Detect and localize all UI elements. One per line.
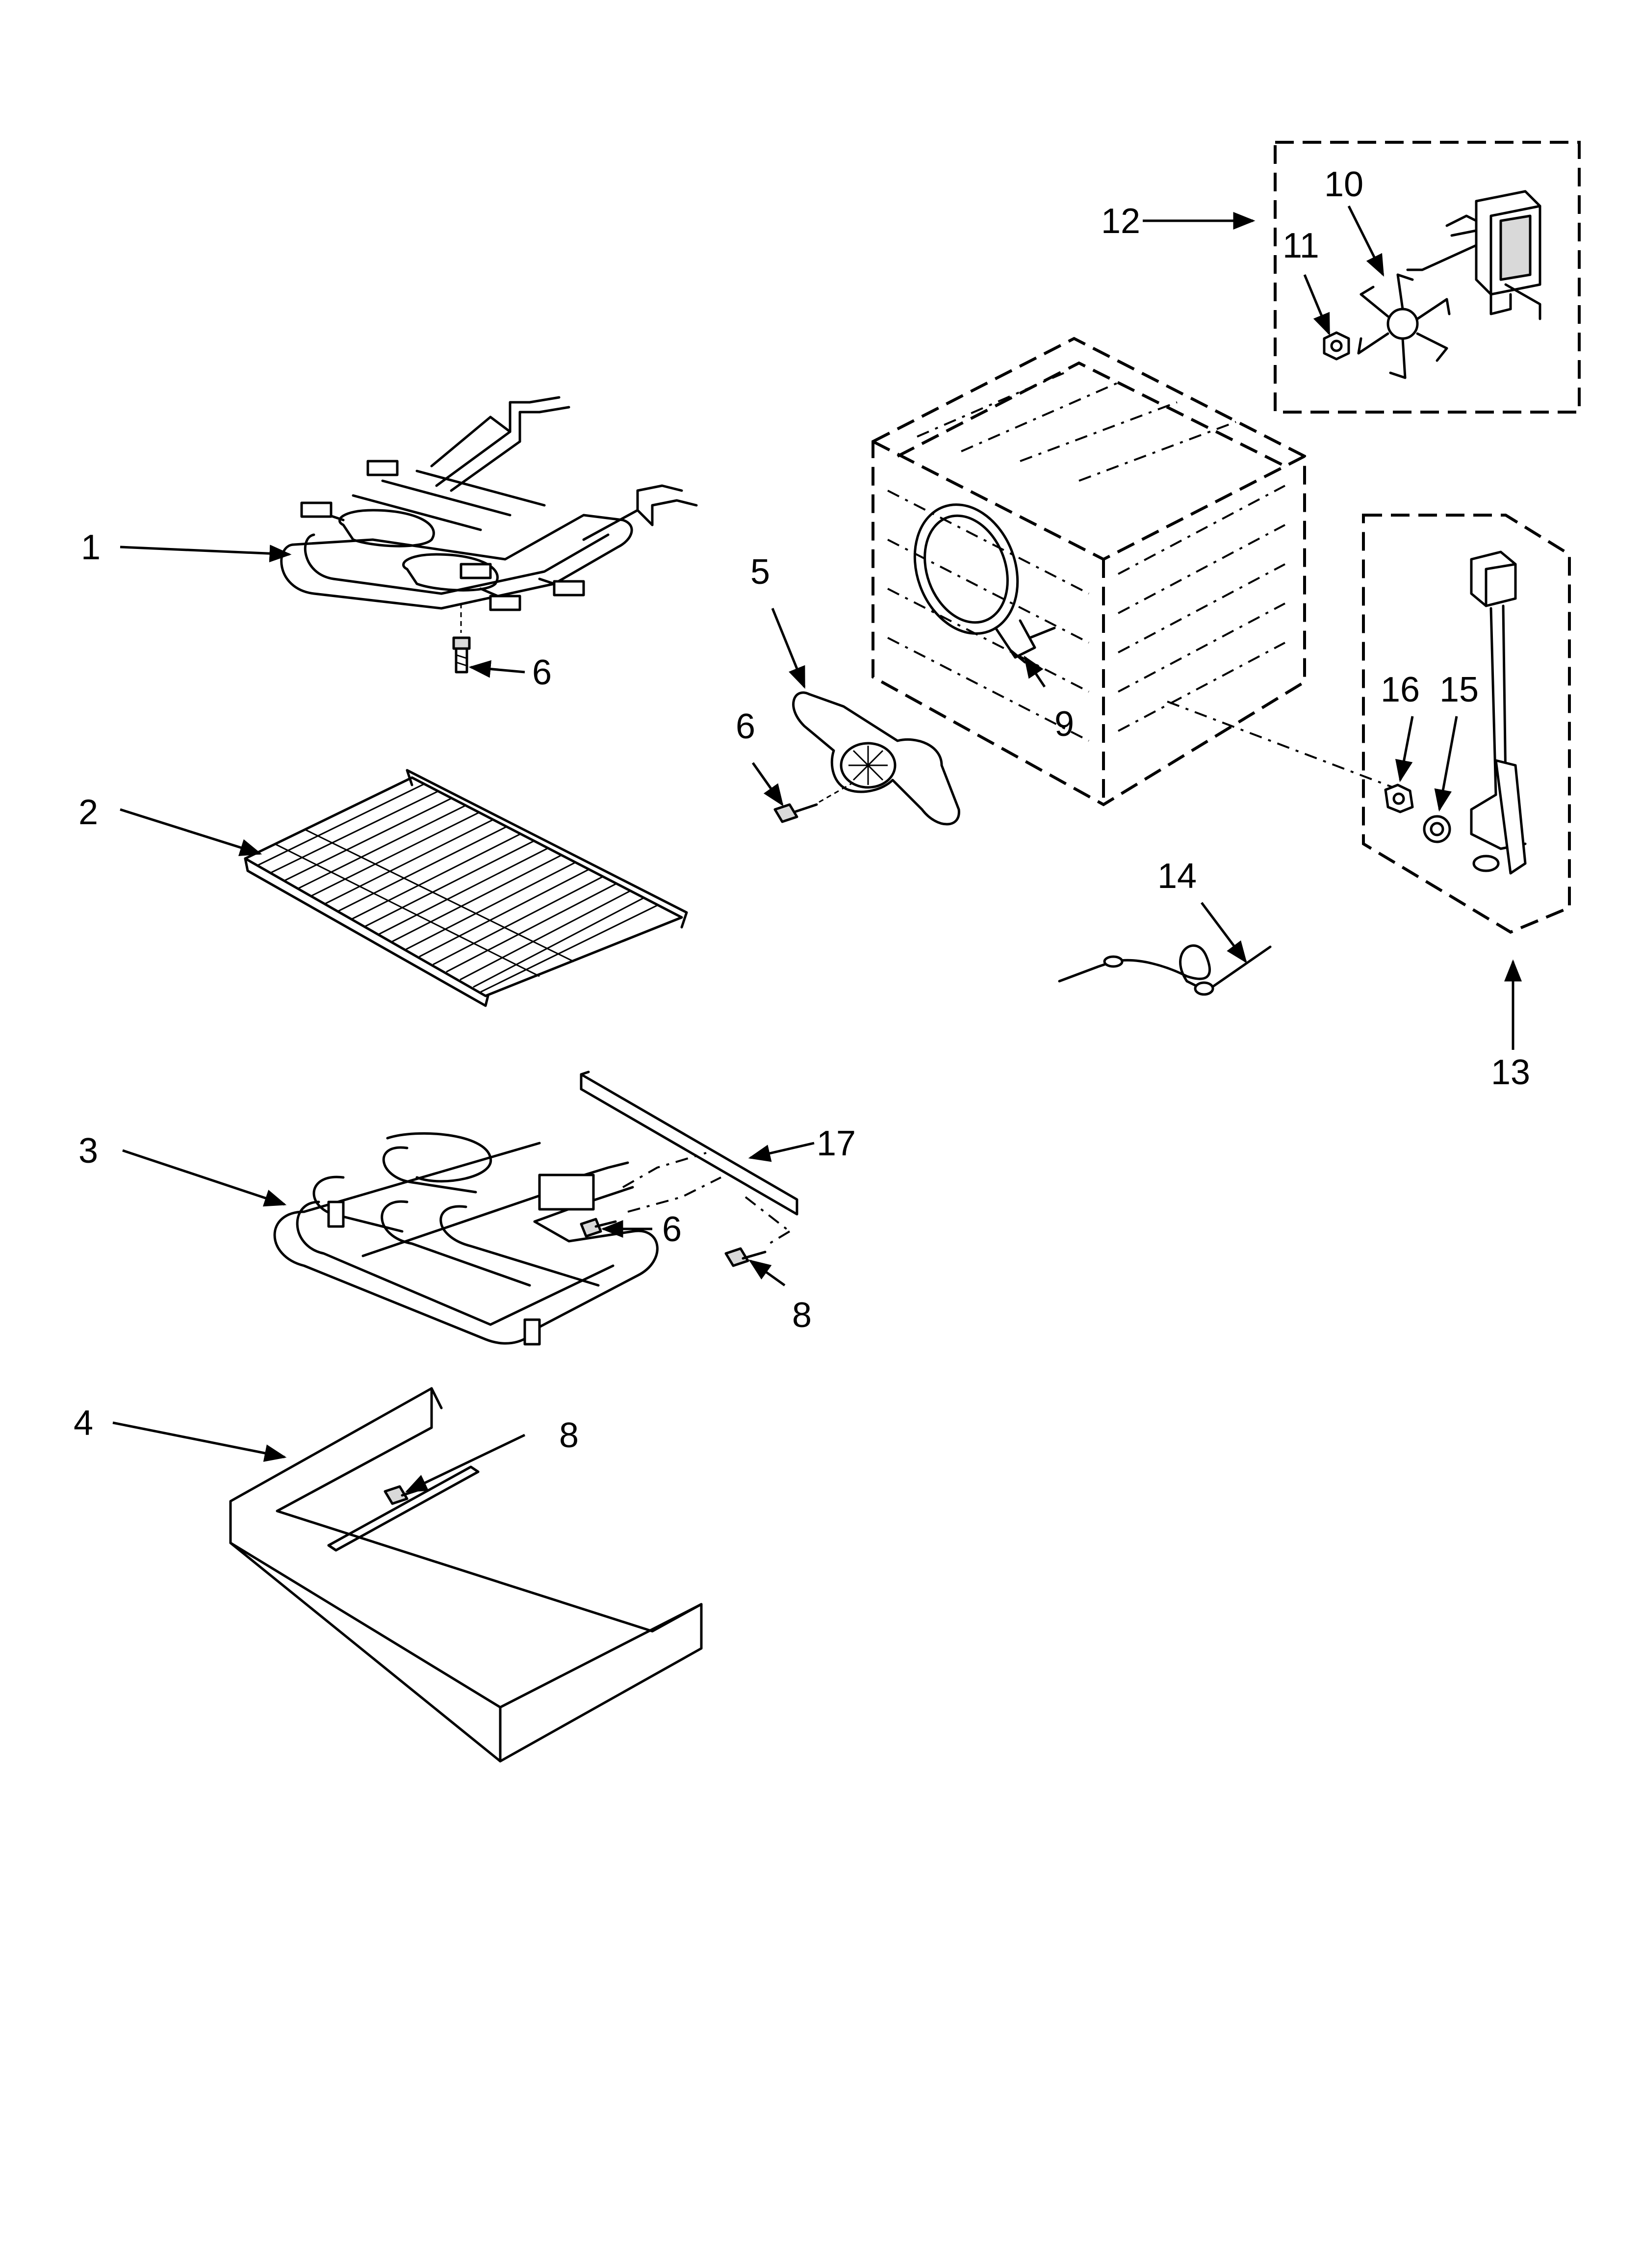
- broil-element-part: [280, 396, 698, 633]
- callout-leaders: [112, 205, 1522, 1493]
- callout-4: 4: [74, 1404, 93, 1443]
- oven-rack-part: [244, 769, 688, 1007]
- callout-16: 16: [1381, 670, 1420, 709]
- screw-part: [452, 636, 471, 674]
- callout-9: 9: [1054, 704, 1074, 744]
- callout-1: 1: [81, 528, 101, 567]
- bake-element-part: [273, 1132, 659, 1346]
- oven-cavity-reference: [872, 337, 1413, 807]
- lock-washer-part: [1423, 815, 1451, 843]
- screw-part: [724, 1247, 767, 1267]
- door-latch-part: [1470, 550, 1527, 875]
- callout-8: 8: [792, 1296, 812, 1335]
- callout-11: 11: [1283, 226, 1319, 265]
- callout-10: 10: [1324, 165, 1363, 204]
- callout-15: 15: [1439, 670, 1479, 709]
- convection-element-part: [913, 503, 1056, 664]
- callout-labels: 1 6 2 3 6 8 17 4 8 5 6 9 12 10 11 13 14 …: [74, 165, 1530, 1455]
- convection-motor-part: [1406, 190, 1541, 320]
- callout-6: 6: [532, 653, 552, 692]
- callout-12: 12: [1101, 202, 1140, 241]
- fan-cover-part: [792, 691, 960, 826]
- callout-17: 17: [817, 1124, 856, 1163]
- screw-part: [773, 782, 854, 823]
- callout-6: 6: [736, 707, 755, 746]
- latch-assembly-box: [1362, 514, 1571, 934]
- callout-3: 3: [78, 1131, 98, 1171]
- callout-6: 6: [662, 1210, 682, 1249]
- callout-2: 2: [78, 793, 98, 832]
- nut-part: [1323, 331, 1350, 361]
- callout-5: 5: [750, 552, 770, 592]
- element-bracket-part: [580, 1070, 798, 1247]
- drip-tray-part: [229, 1387, 703, 1763]
- meat-probe-part: [1058, 944, 1272, 996]
- callout-13: 13: [1491, 1053, 1530, 1092]
- fan-blade-part: [1357, 273, 1451, 379]
- callout-14: 14: [1157, 857, 1197, 896]
- screw-part: [384, 1485, 423, 1505]
- callout-8: 8: [559, 1416, 579, 1455]
- convection-motor-assembly-box: [1274, 141, 1581, 414]
- nut-part: [1384, 783, 1414, 813]
